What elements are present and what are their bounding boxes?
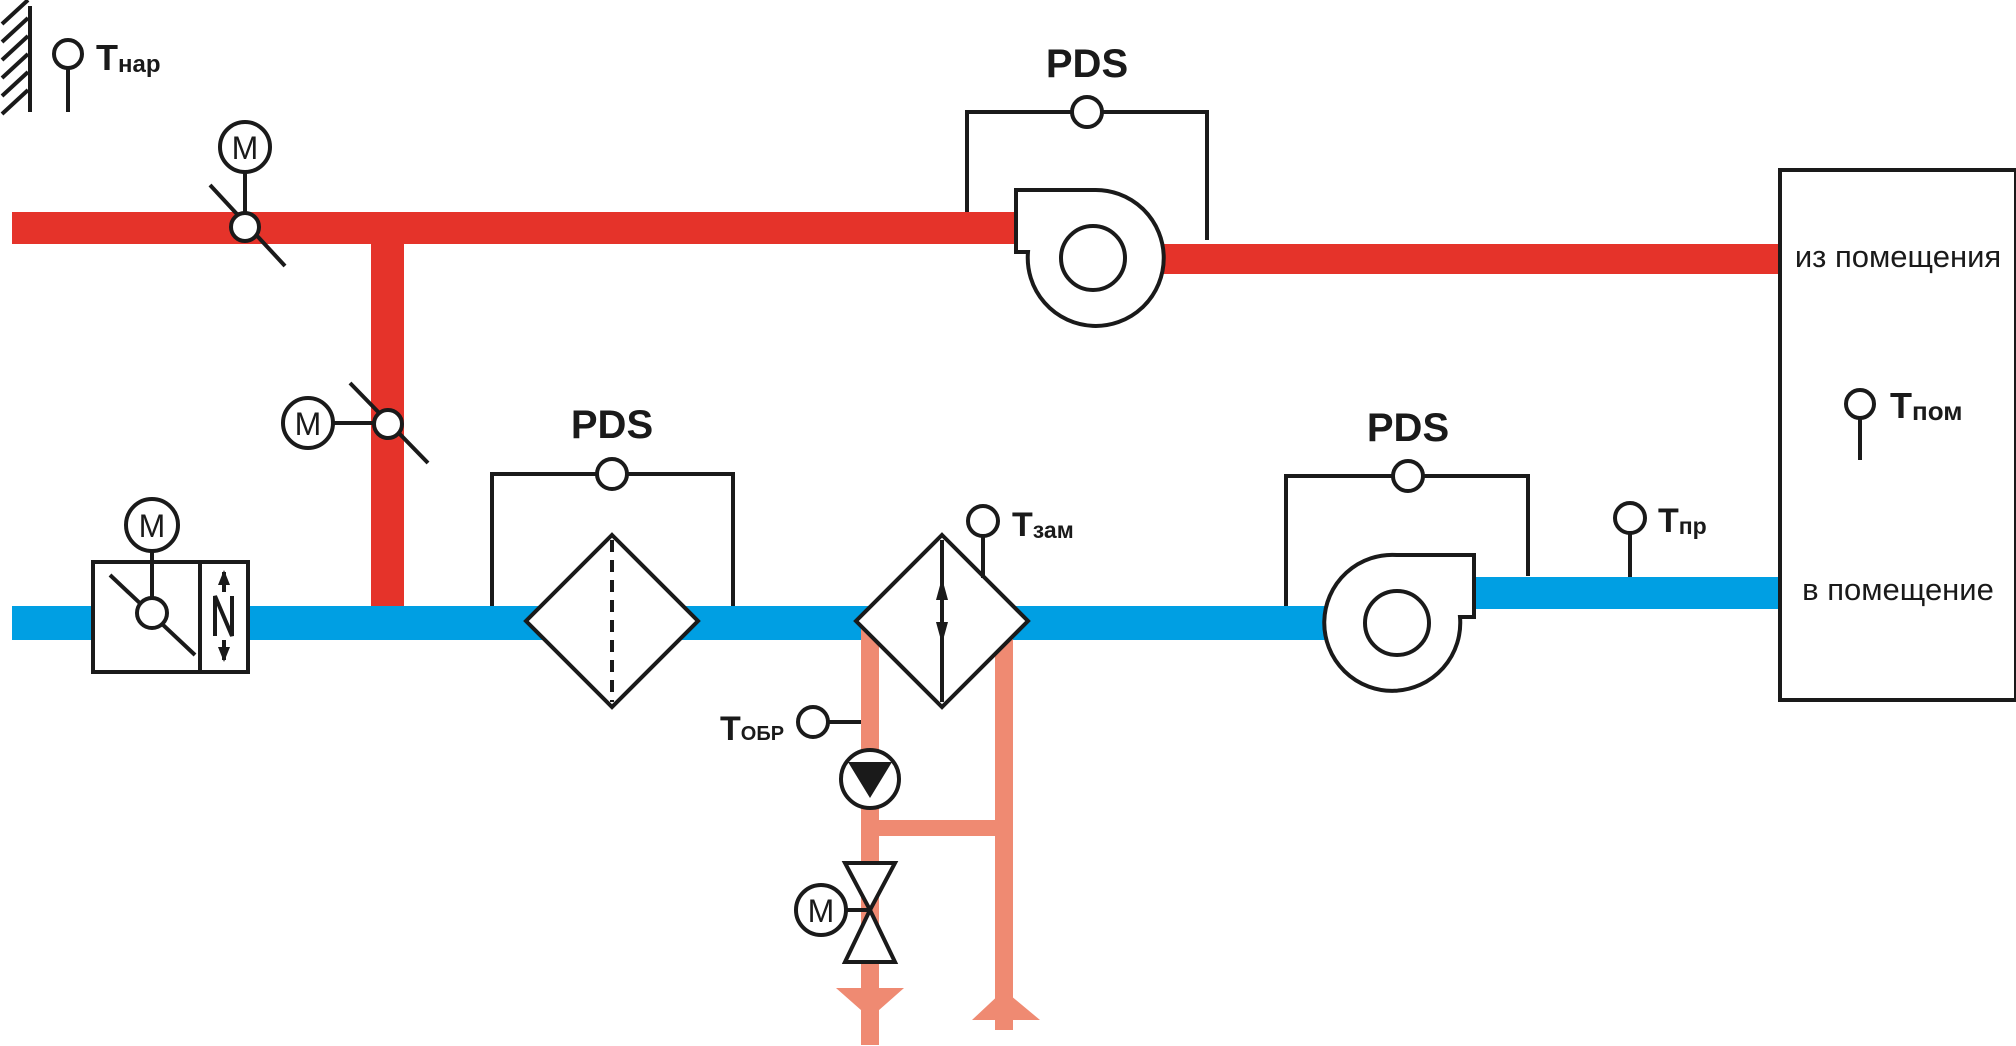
sensor-icon (966, 504, 1000, 538)
svg-text:Tзам: Tзам (1012, 506, 1074, 544)
sensor-room-sub: пом (1912, 396, 1962, 426)
room-from-label: из помещения (1795, 239, 2001, 274)
exhaust-duct (12, 212, 1779, 608)
sensor-outdoor-label: T (96, 37, 118, 78)
sensor-frost-sub: зам (1033, 517, 1074, 543)
svg-text:Tпр: Tпр (1658, 502, 1707, 540)
sensor-room-label: T (1890, 385, 1912, 426)
motor-icon (218, 120, 272, 174)
supply-duct-room (1460, 577, 1779, 609)
recirculation-damper[interactable]: M (281, 381, 430, 465)
svg-text:TОБР: TОБР (720, 710, 784, 748)
pds-exhaust-label: PDS (1046, 42, 1128, 86)
pds-supply-sensor (1391, 459, 1425, 493)
svg-text:Tнар: Tнар (96, 37, 161, 78)
svg-text:Tпом: Tпом (1890, 385, 1962, 426)
exhaust-damper[interactable]: M (208, 120, 287, 268)
pds-filter-sensor (595, 457, 629, 491)
motor-icon (794, 883, 848, 937)
water-arrow-up-icon (972, 990, 1040, 1020)
exhaust-duct-room (1155, 244, 1779, 274)
room-to-label: в помещение (1802, 572, 1994, 607)
sensor-supply-label: T (1658, 502, 1679, 540)
supply-fan[interactable]: PDS (1284, 406, 1530, 693)
motor-icon (124, 497, 180, 553)
pump[interactable] (839, 748, 901, 810)
sensor-icon (1844, 388, 1876, 420)
pds-exhaust-sensor (1070, 95, 1104, 129)
heater-switch-icon (213, 570, 234, 662)
sensor-return-label: T (720, 710, 741, 748)
filter[interactable]: PDS (490, 403, 735, 710)
sensor-icon (796, 705, 830, 739)
water-pipe-bypass (870, 820, 1004, 836)
motor-label: M (808, 893, 835, 929)
sensor-outdoor-sub: нар (118, 51, 161, 78)
sensor-return-sub: ОБР (741, 723, 784, 745)
sensor-supply: Tпр (1613, 501, 1707, 577)
control-valve[interactable]: M (794, 861, 899, 964)
sensor-icon (52, 38, 84, 70)
exhaust-duct-main (12, 212, 1020, 244)
water-arrow-down-icon (836, 988, 904, 1018)
sensor-frost: Tзам (966, 504, 1074, 578)
sensor-supply-sub: пр (1679, 513, 1707, 539)
motor-label: M (139, 508, 166, 544)
motor-label: M (232, 130, 259, 166)
sensor-outdoor: Tнар (52, 37, 161, 112)
sensor-icon (1613, 501, 1647, 535)
pds-supply-label: PDS (1367, 406, 1449, 450)
valve-icon (841, 861, 899, 915)
exhaust-fan[interactable]: PDS (965, 42, 1209, 328)
room-box (1778, 168, 2016, 702)
sensor-frost-label: T (1012, 506, 1033, 544)
wall-hatch-icon (0, 0, 32, 116)
intake-damper[interactable]: M (91, 497, 250, 674)
motor-icon (281, 396, 335, 450)
pds-filter-label: PDS (571, 403, 653, 447)
room: из помещения в помещение Tпом (1778, 168, 2016, 702)
sensor-return: TОБР (720, 705, 861, 748)
motor-label: M (295, 406, 322, 442)
